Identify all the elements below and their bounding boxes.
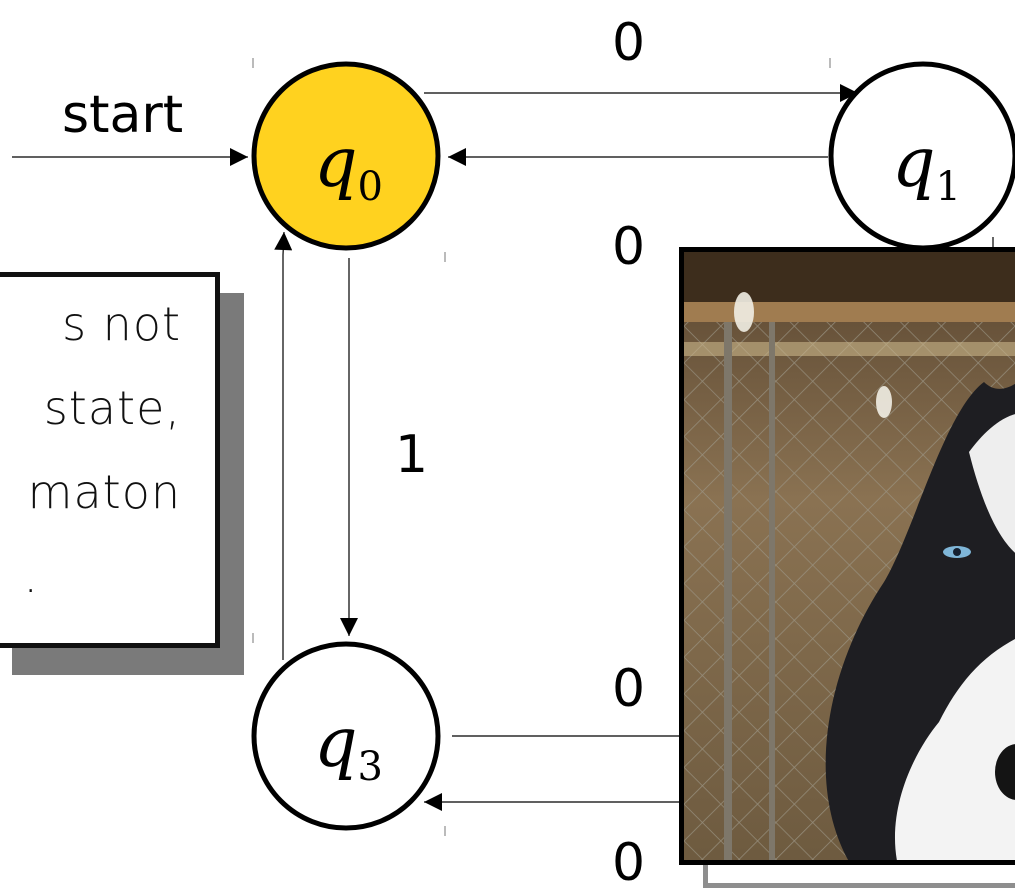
edge-label-right-q3-upper: 0 xyxy=(612,659,645,719)
husky-photo xyxy=(679,247,1015,865)
edge-label-q0-q1: 0 xyxy=(612,13,645,73)
note-line-3: maton xyxy=(27,465,181,519)
speech-note: s not state, maton . xyxy=(0,272,220,648)
state-q0-label: q0 xyxy=(314,124,383,210)
note-line-1: s not xyxy=(62,297,181,351)
edge-label-right-q3-lower: 0 xyxy=(612,833,645,888)
note-line-4: . xyxy=(23,549,39,603)
husky-picture xyxy=(684,252,1015,860)
edge-label-q1-q0: 0 xyxy=(612,217,645,277)
state-q3: q3 xyxy=(251,641,441,831)
start-label: start xyxy=(62,85,183,145)
state-q3-label: q3 xyxy=(314,704,383,790)
state-q1-label: q1 xyxy=(892,124,961,210)
guide-ticks xyxy=(252,58,831,836)
note-line-2: state, xyxy=(43,381,181,435)
state-q0: q0 xyxy=(251,61,441,251)
edge-label-q0-q3: 1 xyxy=(395,425,428,485)
state-q1: q1 xyxy=(828,61,1015,251)
edge-q3-q0 xyxy=(274,231,293,660)
